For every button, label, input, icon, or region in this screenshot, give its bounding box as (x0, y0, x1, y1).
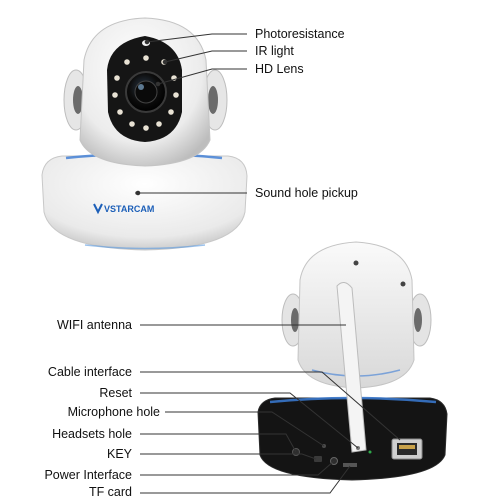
label-hd-lens: HD Lens (255, 62, 304, 76)
back-camera (257, 241, 448, 481)
vstarcam-logo-icon (93, 203, 103, 215)
leader-cable-interface (140, 371, 401, 441)
label-cable-interface: Cable interface (47, 365, 132, 379)
label-wifi-antenna: WIFI antenna (56, 318, 132, 332)
key-button-icon (314, 456, 322, 462)
label-sound-hole-pickup: Sound hole pickup (255, 186, 358, 200)
top-leader-lines (135, 33, 247, 196)
ethernet-port-icon (391, 438, 423, 460)
label-headsets-hole: Headsets hole (52, 427, 132, 441)
front-camera-base (41, 155, 248, 251)
leader-photoresistance (146, 33, 247, 43)
leader-key (140, 453, 317, 460)
leader-headsets-hole (140, 433, 297, 453)
tf-card-slot-icon (343, 463, 357, 467)
label-photoresistance: Photoresistance (255, 27, 345, 41)
leader-hd-lens (157, 68, 247, 85)
leader-ir-light (164, 50, 247, 63)
label-power-interface: Power Interface (44, 468, 132, 482)
label-key: KEY (106, 447, 132, 461)
leader-tf-card (140, 465, 351, 494)
front-camera (41, 17, 248, 251)
leader-power-interface (140, 460, 335, 476)
leader-microphone-hole (165, 411, 325, 447)
label-ir-light: IR light (255, 44, 294, 58)
label-microphone-hole: Microphone hole (67, 405, 160, 419)
leader-reset (140, 392, 359, 449)
back-camera-head (297, 241, 415, 389)
brand-logo-text: VSTARCAM (104, 204, 154, 214)
label-reset: Reset (99, 386, 132, 400)
bottom-leader-lines (140, 324, 401, 494)
label-tf-card: TF card (88, 485, 132, 499)
